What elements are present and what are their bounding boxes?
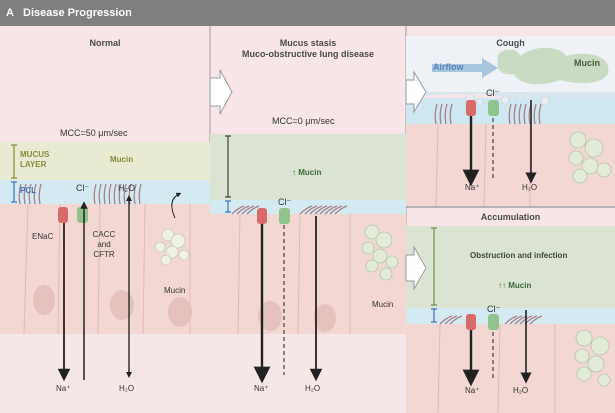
normal-h2o-label: H₂O xyxy=(118,183,135,193)
accumulation-na-label: Na⁺ xyxy=(465,386,480,395)
stasis-h2o-bottom: H₂O xyxy=(305,384,321,393)
stasis-mucin-granules xyxy=(361,224,399,281)
cough-na-label: Na⁺ xyxy=(465,183,480,192)
enac-label: ENaC xyxy=(32,232,54,241)
figure-title: Disease Progression xyxy=(23,7,132,19)
cough-cl-label: Cl⁻ xyxy=(486,88,500,98)
stasis-mucus-layer xyxy=(210,134,406,200)
accumulation-pcl xyxy=(406,308,615,324)
panel-letter: A xyxy=(6,7,14,19)
panel-title-normal: Normal xyxy=(89,38,121,48)
arrow-normal-to-stasis xyxy=(209,69,233,115)
cough-mucin-label: Mucin xyxy=(574,58,600,68)
stasis-cilia xyxy=(231,205,348,215)
arrow-stasis-to-accumulation xyxy=(405,245,427,291)
cough-pcl xyxy=(406,98,615,124)
figure-header: A Disease Progression xyxy=(0,0,615,26)
cough-h2o-label: H₂O xyxy=(522,183,538,192)
disease-progression-diagram xyxy=(0,26,615,413)
cacc-cftr-channel xyxy=(77,207,88,223)
mucus-layer-label: MUCUS LAYER xyxy=(20,150,50,169)
pcl-label: PCL xyxy=(20,186,36,195)
normal-cl-label: Cl⁻ xyxy=(76,183,90,193)
panel-title-cough: Cough xyxy=(496,38,525,48)
airflow-label: Airflow xyxy=(433,62,464,72)
obstruction-label: Obstruction and infection xyxy=(470,251,568,260)
panel-subtitle-stasis: Muco-obstructive lung disease xyxy=(241,49,375,59)
normal-mucin-granules xyxy=(154,228,190,266)
stasis-mcc: MCC=0 μm/sec xyxy=(272,116,335,126)
normal-granule-mucin-label: Mucin xyxy=(164,286,186,295)
transition-arrows xyxy=(209,69,427,291)
accumulation-mucin-label: ↑↑ Mucin xyxy=(498,281,532,290)
normal-mucus-layer xyxy=(0,142,210,180)
panel-title-stasis: Mucus stasis xyxy=(279,38,337,48)
accumulation-cl-label: Cl⁻ xyxy=(487,304,501,314)
cacc-cftr-label: CACC and CFTR xyxy=(92,230,116,259)
enac-channel xyxy=(58,207,68,223)
normal-cilia xyxy=(18,183,142,205)
stasis-cl-label: Cl⁻ xyxy=(278,197,292,207)
stasis-granule-mucin-label: Mucin xyxy=(372,300,394,309)
normal-mcc: MCC=50 μm/sec xyxy=(60,128,128,138)
normal-na-bottom: Na⁺ xyxy=(56,384,71,393)
arrow-stasis-to-cough xyxy=(405,70,427,114)
normal-mucin-label: Mucin xyxy=(110,155,134,164)
normal-h2o-bottom: H₂O xyxy=(119,384,135,393)
accumulation-mucus-layer xyxy=(406,226,615,308)
panel-title-accumulation: Accumulation xyxy=(480,212,541,222)
stasis-mucin-label: ↑ Mucin xyxy=(292,168,322,177)
stasis-na-bottom: Na⁺ xyxy=(254,384,269,393)
accumulation-h2o-label: H₂O xyxy=(513,386,529,395)
airflow-arrow xyxy=(432,58,498,78)
cough-mucin-blob xyxy=(497,47,609,85)
